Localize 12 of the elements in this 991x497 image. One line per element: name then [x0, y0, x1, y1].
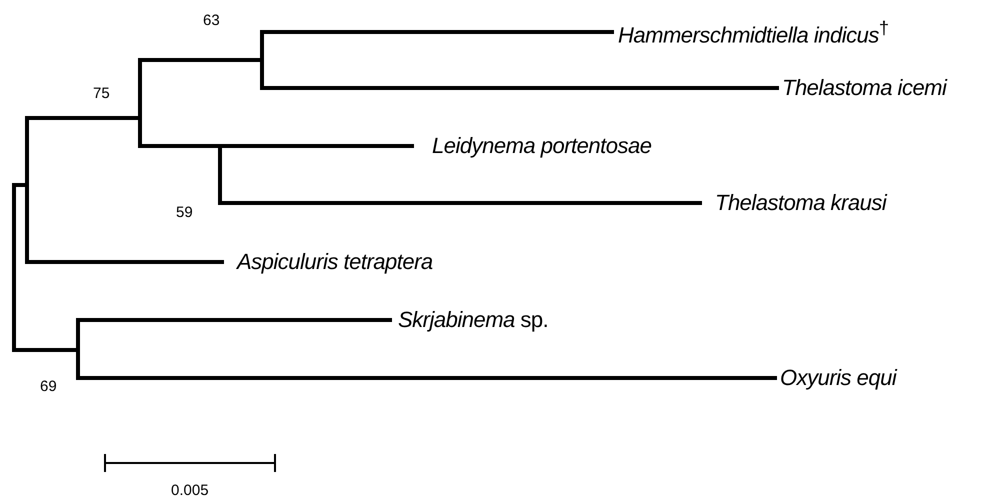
bootstrap-value: 59 — [176, 204, 193, 220]
taxon-name: Thelastoma icemi — [782, 77, 946, 99]
taxon-name: Leidynema portentosae — [432, 135, 652, 157]
scale-value: 0.005 — [171, 482, 209, 497]
taxon-name: Oxyuris equi — [780, 367, 896, 389]
taxon-name: Thelastoma krausi — [715, 192, 886, 214]
taxon-name: Hammerschmidtiella indicus$^{†}$ — [618, 18, 889, 46]
bootstrap-value: 63 — [203, 12, 220, 28]
taxon-name: Aspiculuris tetraptera — [237, 251, 433, 273]
taxon-name: Skrjabinema sp. — [398, 309, 548, 331]
bootstrap-value: 75 — [93, 86, 110, 100]
bootstrap-value: 69 — [40, 378, 57, 394]
